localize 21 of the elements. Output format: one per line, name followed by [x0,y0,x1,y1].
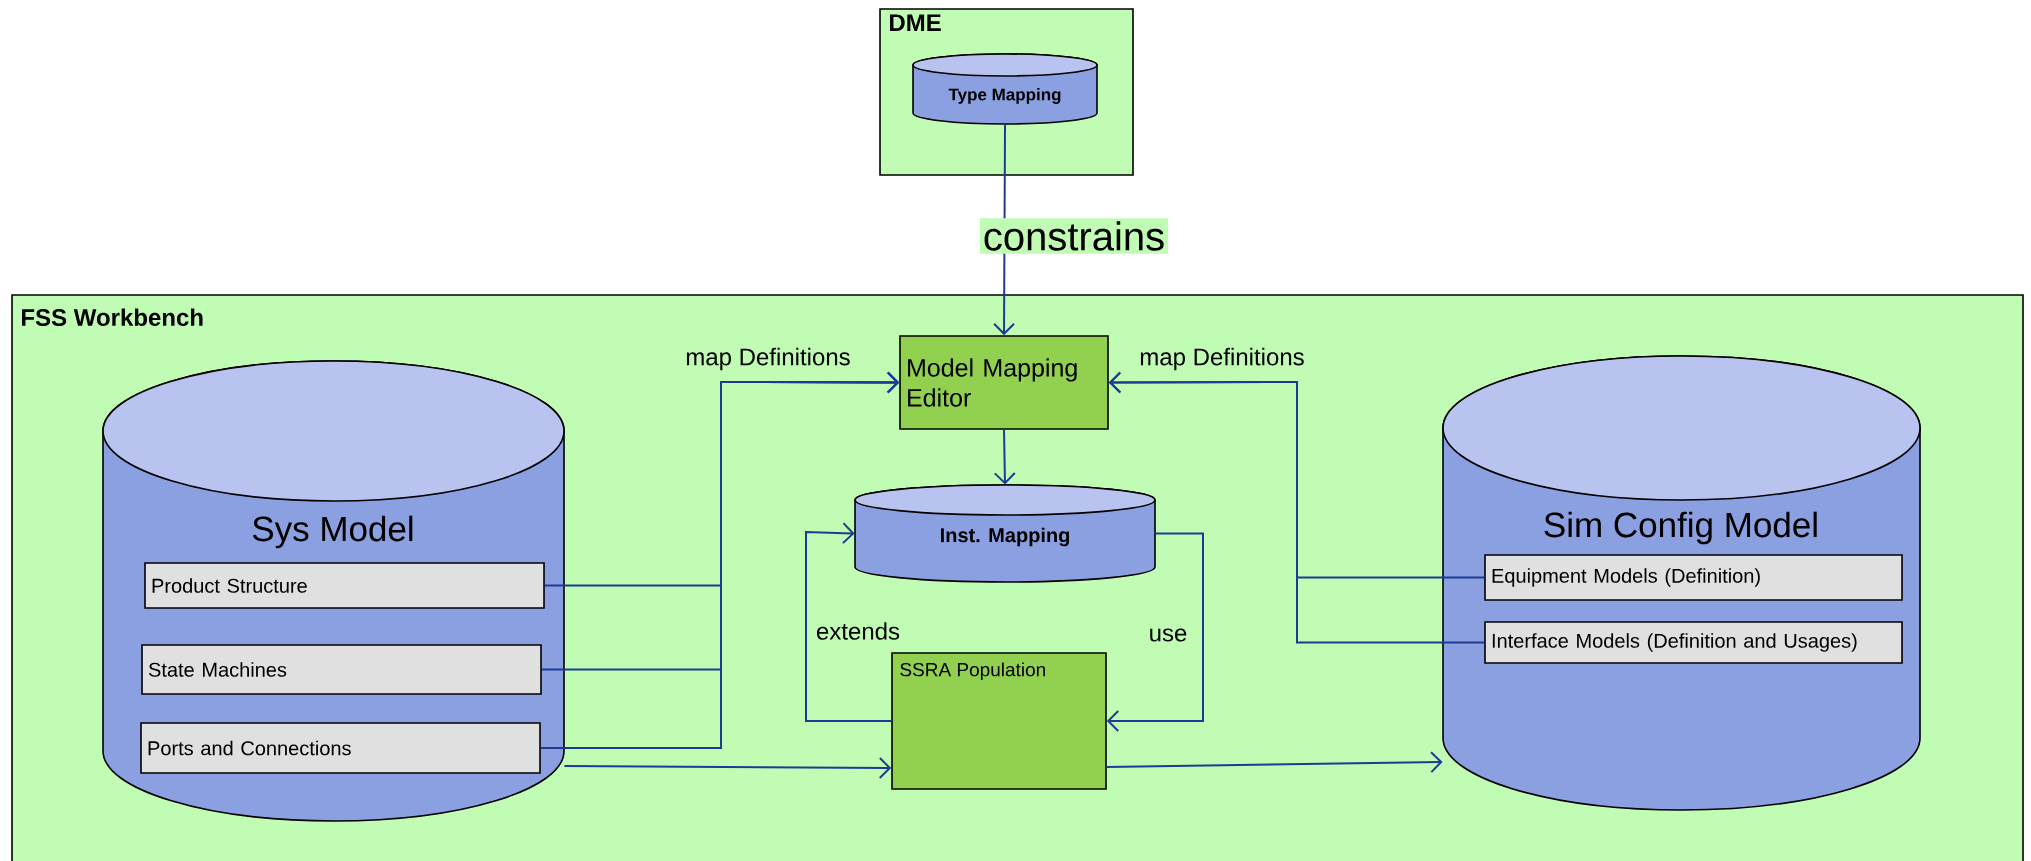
edge-label: map Definitions [1136,344,1308,374]
edge-label: use [1145,625,1191,645]
edge-label: map Definitions [682,344,854,374]
process-box: Model Mapping Editor [899,335,1109,430]
arrow [1108,371,1486,644]
component-box: Equipment Models (Definition) [1484,554,1903,601]
arrow [993,428,1016,485]
component-box: Product Structure [144,562,545,609]
component-box: Ports and Connections [140,722,541,774]
arrow [539,371,900,749]
database-cylinder: Type Mapping [912,53,1098,125]
component-box: Interface Models (Definition and Usages) [1484,621,1903,664]
component-box: State Machines [141,644,542,695]
edge-label: constrains [979,218,1169,254]
arrow [1105,751,1443,774]
database-cylinder: Inst. Mapping [854,484,1156,583]
arrow [805,522,893,722]
process-box: SSRA Population [891,652,1107,790]
edge-label: extends [813,619,904,643]
arrow [1106,532,1204,732]
arrow [563,756,892,779]
